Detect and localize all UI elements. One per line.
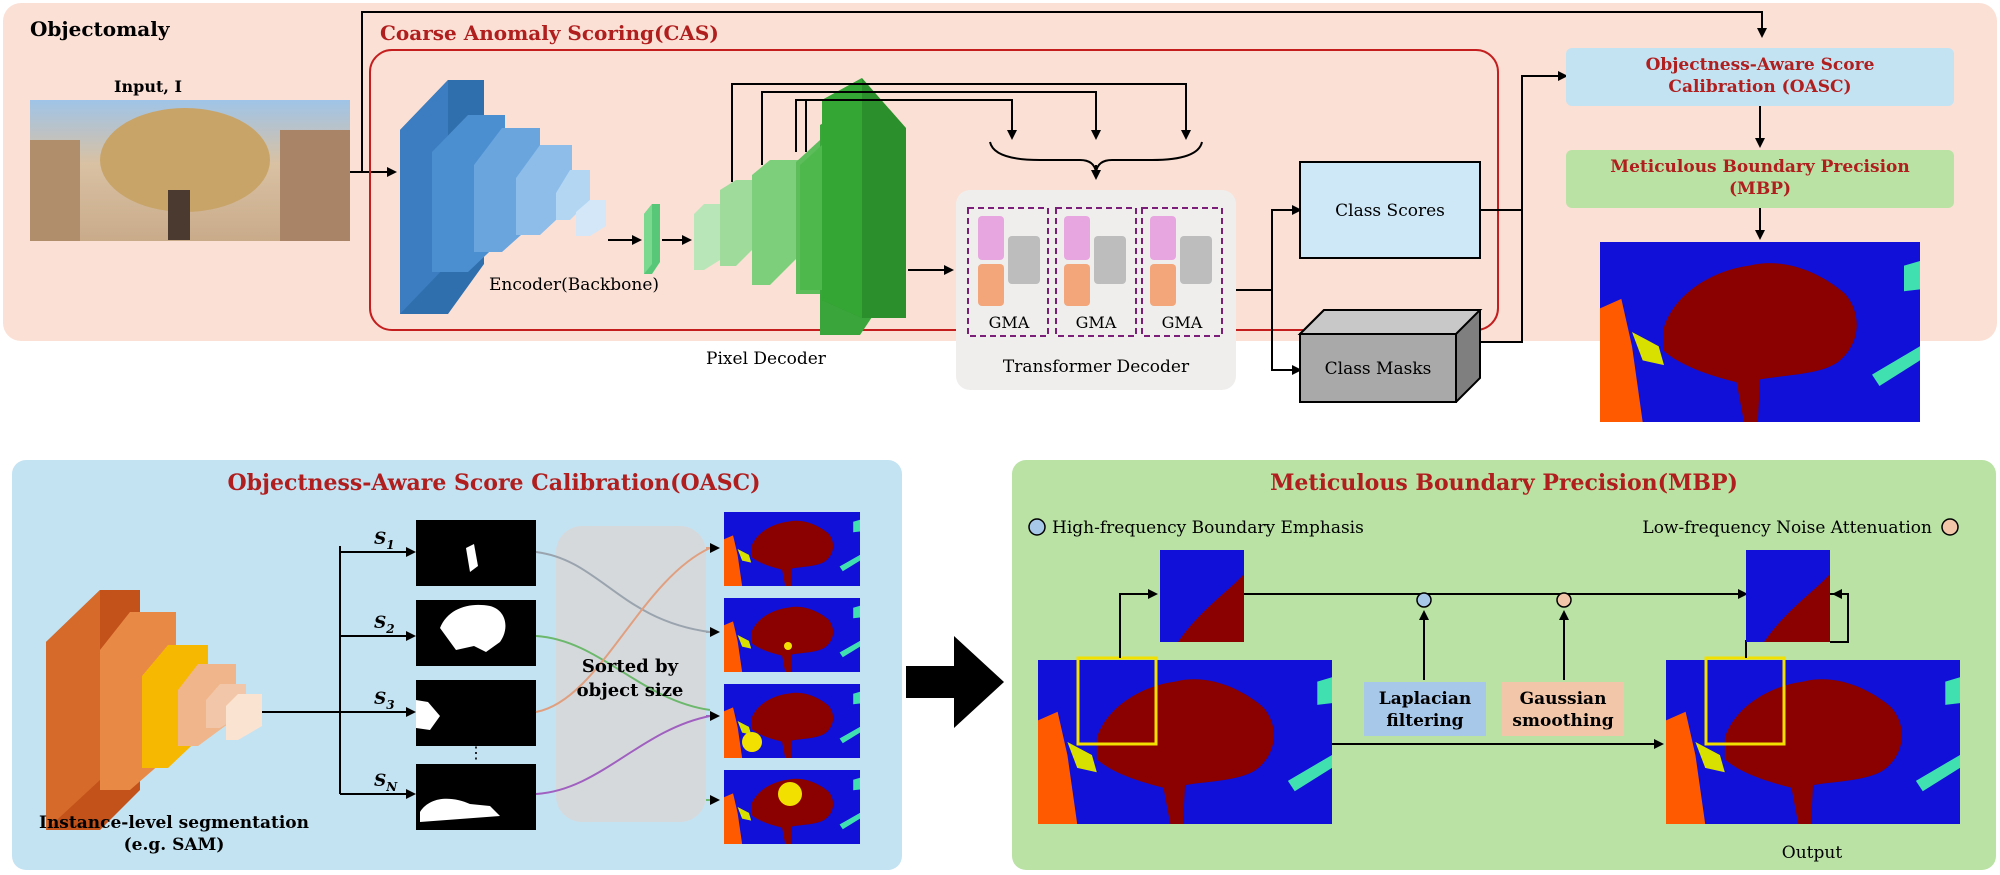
- flow-arrow: [906, 636, 1004, 728]
- score-map-2: [724, 598, 860, 672]
- seg-label-line1: Instance-level segmentation: [39, 813, 309, 833]
- low-freq-dot: [1941, 518, 1959, 536]
- oasc-top-box: [1566, 48, 1954, 106]
- mask-label-3: S3: [374, 689, 395, 712]
- mbp-output-map: [1666, 660, 1960, 824]
- sam-block: [46, 590, 262, 830]
- laplacian-node: [1416, 592, 1432, 608]
- seg-label-line2: (e.g. SAM): [124, 835, 225, 855]
- sorting-box: [556, 526, 706, 822]
- class-scores-box: [1299, 161, 1481, 259]
- class-scores-label: Class Scores: [1335, 201, 1445, 221]
- mbp-top-box: [1566, 150, 1954, 208]
- input-label: Input, I: [114, 77, 182, 96]
- pixel-decoder-label: Pixel Decoder: [706, 349, 827, 369]
- mask-label-4: SN: [374, 771, 398, 794]
- mask-1: [416, 520, 536, 586]
- oasc-title: Objectness-Aware Score Calibration(OASC): [227, 470, 760, 496]
- top-anomaly-map: [1600, 242, 1920, 422]
- gma-block-3: [1141, 207, 1223, 337]
- output-label: Output: [1782, 843, 1843, 863]
- sorted-line2: object size: [577, 680, 684, 701]
- mbp-top-line2: (MBP): [1729, 179, 1791, 199]
- sorted-line1: Sorted by: [582, 656, 679, 677]
- mask-4: [416, 764, 536, 830]
- low-freq-label: Low-frequency Noise Attenuation: [1642, 518, 1932, 538]
- mask-label-1: S1: [374, 529, 395, 552]
- class-masks-label: Class Masks: [1325, 359, 1432, 379]
- gma-label-3: GMA: [1162, 313, 1203, 332]
- score-map-4: [724, 770, 860, 844]
- mbp-zoom-output: [1746, 550, 1830, 642]
- mbp-title: Meticulous Boundary Precision(MBP): [1270, 470, 1738, 496]
- mask-2: [416, 600, 536, 666]
- mbp-input-map: [1038, 660, 1332, 824]
- oasc-top-line2: Calibration (OASC): [1668, 77, 1851, 97]
- gma-block-1: [967, 207, 1049, 337]
- gma-label-2: GMA: [1076, 313, 1117, 332]
- gma-label-1: GMA: [989, 313, 1030, 332]
- gma-block-2: [1055, 207, 1137, 337]
- encoder-block: [400, 80, 606, 314]
- mask-3: [416, 680, 536, 746]
- mbp-top-line1: Meticulous Boundary Precision: [1610, 157, 1909, 177]
- encoder-label: Encoder(Backbone): [489, 275, 659, 295]
- score-map-1: [724, 512, 860, 586]
- cas-box: [369, 49, 1499, 331]
- laplacian-line2: filtering: [1386, 711, 1463, 731]
- mask-label-2: S2: [374, 613, 395, 636]
- input-image: [30, 100, 350, 241]
- laplacian-box: [1364, 682, 1486, 736]
- bottleneck-block: [644, 204, 660, 274]
- oasc-top-line1: Objectness-Aware Score: [1646, 55, 1875, 75]
- gaussian-box: [1502, 682, 1624, 736]
- mbp-zoom-input: [1160, 550, 1244, 642]
- cas-title: Coarse Anomaly Scoring(CAS): [380, 21, 719, 45]
- gaussian-node: [1556, 592, 1572, 608]
- page-title: Objectomaly: [30, 17, 171, 41]
- transformer-decoder-label: Transformer Decoder: [1003, 357, 1190, 377]
- mbp-input-crop: [1076, 656, 1158, 746]
- class-masks-box: [1297, 309, 1483, 403]
- high-freq-label: High-frequency Boundary Emphasis: [1052, 518, 1364, 538]
- gaussian-line2: smoothing: [1512, 711, 1613, 731]
- mask-ellipsis: ⋮: [468, 743, 484, 762]
- high-freq-dot: [1028, 518, 1046, 536]
- laplacian-line1: Laplacian: [1379, 689, 1472, 709]
- gaussian-line1: Gaussian: [1520, 689, 1607, 709]
